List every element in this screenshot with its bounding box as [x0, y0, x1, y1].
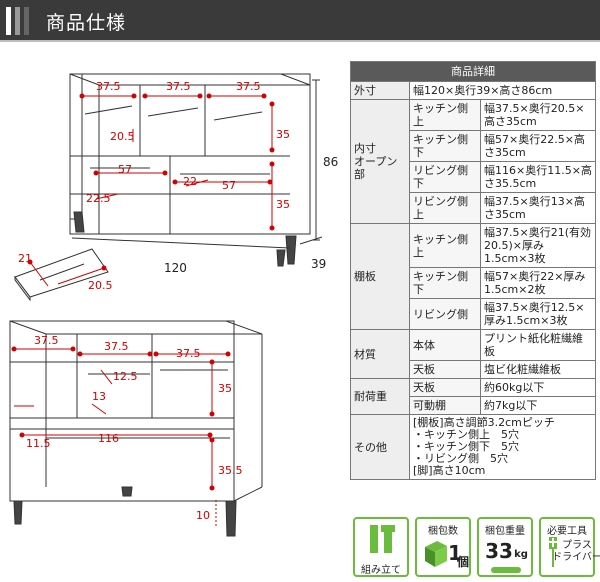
front-side-dim-2: 35.5	[218, 464, 243, 477]
page-title: 商品仕様	[46, 12, 127, 34]
header-bars-icon	[6, 7, 32, 35]
spec-header: 商品詳細	[350, 61, 596, 82]
top-inner-2: 57	[118, 163, 132, 176]
package-weight-value: 33	[485, 539, 513, 563]
required-tool-badge: 必要工具 プラス ドライバー	[539, 517, 600, 577]
overall-height: 86	[323, 155, 338, 169]
spec-value: 約7kg以下	[480, 396, 596, 415]
spec-row-shelf: 棚板 キッチン側上 幅37.5×奥行21(有効20.5)×厚み1.5cm×3枚	[350, 223, 596, 330]
spec-value: [棚板]高さ調節3.2cmピッチ ・キッチン側上 5穴 ・キッチン側下 5穴 ・…	[409, 414, 596, 480]
top-col-width-2: 37.5	[166, 80, 191, 93]
top-inner-4: 57	[222, 179, 236, 192]
upper-cabinet-drawing	[69, 73, 311, 267]
spec-value: 幅57×奥行22×厚み1.5cm×2枚	[480, 267, 596, 299]
spec-value: 幅37.5×奥行21(有効20.5)×厚み1.5cm×3枚	[480, 223, 596, 268]
package-count-badge: 梱包数 1 個	[415, 517, 471, 577]
spec-sub-label: キッチン側上	[409, 223, 481, 268]
spec-table: 商品詳細 外寸 幅120×奥行39×高さ86cm 内寸 オープン部 キッチン側上…	[350, 61, 596, 480]
front-inner-4: 11.5	[26, 437, 51, 450]
top-inner-5: 22.5	[86, 192, 111, 205]
spec-value: 幅120×奥行39×高さ86cm	[409, 81, 596, 100]
top-side-dim-1: 35	[276, 128, 290, 141]
spec-row-other: その他 [棚板]高さ調節3.2cmピッチ ・キッチン側上 5穴 ・キッチン側下 …	[350, 414, 596, 480]
header-rule	[0, 40, 600, 42]
overall-dimension-lines	[71, 79, 323, 249]
spec-value: 幅37.5×奥行13×高さ35cm	[480, 192, 596, 224]
screwdriver-icon	[549, 537, 557, 567]
spec-sub-label: キッチン側下	[409, 267, 481, 299]
spec-value: 幅57×奥行22.5×高さ35cm	[480, 130, 596, 162]
spec-row-material: 材質 本体 プリント紙化粧繊維板	[350, 329, 596, 379]
lower-dimension-lines	[11, 346, 231, 528]
top-col-width-3: 37.5	[236, 80, 261, 93]
spec-row-material: 天板 塩ビ化粧繊維板	[351, 360, 596, 379]
package-weight-unit: kg	[514, 549, 528, 560]
top-inner-3: 22	[183, 175, 197, 188]
overall-width: 120	[164, 261, 187, 275]
assembly-badge: 組み立て	[353, 517, 409, 577]
spec-sub-label: 天板	[409, 378, 481, 397]
spec-label: 材質	[350, 329, 410, 379]
spec-row-inner: キッチン側下 幅57×奥行22.5×高さ35cm	[351, 130, 596, 162]
package-count-unit: 個	[456, 555, 469, 569]
package-count-label: 梱包数	[428, 526, 458, 537]
front-inner-3: 116	[98, 432, 119, 445]
spec-value: 幅37.5×奥行12.5×厚み1.5cm×3枚	[480, 298, 596, 330]
spec-sub-label: キッチン側下	[409, 130, 481, 162]
spec-label: 外寸	[350, 81, 410, 100]
scale-icon	[491, 567, 521, 573]
spec-header-row: 商品詳細	[350, 61, 596, 82]
spec-row-inner: リビング側下 幅116×奥行11.5×高さ35.5cm	[351, 161, 596, 193]
top-side-dim-2: 35	[276, 198, 290, 211]
front-side-dim-1: 35	[218, 382, 232, 395]
spec-sub-label: リビング側下	[409, 161, 481, 193]
overall-depth: 39	[311, 257, 326, 271]
page-header: 商品仕様	[0, 0, 600, 42]
assembly-label: 組み立て	[361, 565, 401, 576]
shelf-depth: 21	[18, 252, 32, 265]
front-col-width-2: 37.5	[104, 340, 129, 353]
spec-sub-label: リビング側	[409, 298, 481, 330]
package-count-value: 1	[448, 541, 462, 565]
spec-row-shelf: キッチン側下 幅57×奥行22×厚み1.5cm×2枚	[351, 267, 596, 299]
spec-value: プリント紙化粧繊維板	[480, 329, 596, 361]
spec-sub-label: キッチン側上	[409, 99, 481, 131]
spec-sub-label: 本体	[409, 329, 481, 361]
spec-row-outer: 外寸 幅120×奥行39×高さ86cm	[350, 81, 596, 100]
spec-value: 塩ビ化粧繊維板	[480, 360, 596, 379]
package-weight-label: 梱包重量	[485, 526, 525, 537]
spec-sub-label: 可動棚	[409, 396, 481, 415]
spec-label: その他	[350, 414, 410, 480]
upper-dimension-lines	[79, 93, 275, 231]
spec-label: 内寸 オープン部	[350, 99, 410, 224]
dimension-drawing: 37.5 37.5 37.5 20.5 57 22 57 22.5 35 35 …	[9, 73, 338, 537]
top-col-width-1: 37.5	[96, 80, 121, 93]
front-col-width-1: 37.5	[34, 334, 59, 347]
spec-sub-label: 天板	[409, 360, 481, 379]
front-col-width-3: 37.5	[176, 347, 201, 360]
spec-row-shelf: リビング側 幅37.5×奥行12.5×厚み1.5cm×3枚	[351, 298, 596, 330]
spec-label: 耐荷重	[350, 378, 410, 415]
spec-value: 幅37.5×奥行20.5×高さ35cm	[480, 99, 596, 131]
front-leg-height: 10	[196, 509, 210, 522]
info-badges: 組み立て 梱包数 1 個 梱包重量 33 kg 必要工具 プラス ドライバー	[353, 517, 600, 579]
top-inner-1: 20.5	[110, 130, 135, 143]
box-icon	[425, 541, 447, 567]
spec-value: 幅116×奥行11.5×高さ35.5cm	[480, 161, 596, 193]
package-weight-badge: 梱包重量 33 kg	[477, 517, 533, 577]
spec-row-inner: 内寸 オープン部 キッチン側上 幅37.5×奥行20.5×高さ35cm	[350, 99, 596, 224]
lower-cabinet-drawing	[9, 320, 263, 537]
required-tool-label: 必要工具	[547, 526, 587, 537]
required-tool-value: プラス ドライバー	[552, 540, 600, 563]
front-inner-2: 13	[92, 390, 106, 403]
spec-row-load: 耐荷重 天板 約60kg以下	[350, 378, 596, 415]
spec-sub-label: リビング側上	[409, 192, 481, 224]
tools-icon	[370, 525, 395, 553]
shelf-board-dims	[27, 259, 107, 287]
shelf-width: 20.5	[88, 279, 113, 292]
front-inner-1: 12.5	[113, 370, 138, 383]
spec-value: 約60kg以下	[480, 378, 596, 397]
spec-label: 棚板	[350, 223, 410, 330]
shelf-board-drawing	[14, 248, 109, 302]
